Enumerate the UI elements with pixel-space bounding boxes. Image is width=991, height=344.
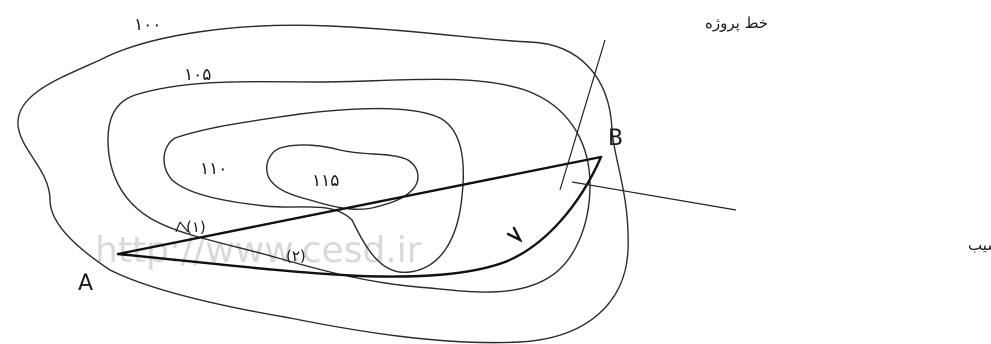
route-2-label: (۲) bbox=[286, 247, 306, 265]
route-1-arrow-tick bbox=[175, 221, 189, 233]
route-2-line bbox=[116, 155, 603, 278]
easiest-route-leader bbox=[571, 181, 737, 211]
easiest-route-annotation: ساده ترین مسیر با در نظر گرفتن شیب bbox=[968, 236, 991, 254]
contour-115 bbox=[266, 144, 419, 210]
contour-label-115: ۱۱۵ bbox=[312, 171, 339, 191]
contour-100 bbox=[17, 24, 629, 344]
contour-label-110: ۱۱۰ bbox=[200, 159, 227, 179]
contour-105 bbox=[107, 78, 591, 293]
point-b-label: B bbox=[608, 126, 623, 151]
route-1-label: (۱) bbox=[186, 218, 206, 236]
route-2-arrow-tick bbox=[506, 226, 523, 243]
project-line-leader bbox=[559, 39, 606, 191]
route-1-line bbox=[116, 155, 603, 256]
watermark-text: http://www.cesd.ir bbox=[95, 230, 422, 271]
contour-label-105: ۱۰۵ bbox=[184, 65, 211, 85]
contour-label-100: ۱۰۰ bbox=[134, 15, 161, 35]
contour-110 bbox=[163, 107, 465, 273]
point-a-label: A bbox=[78, 271, 93, 296]
project-line-annotation: خط پروژه bbox=[705, 14, 768, 33]
